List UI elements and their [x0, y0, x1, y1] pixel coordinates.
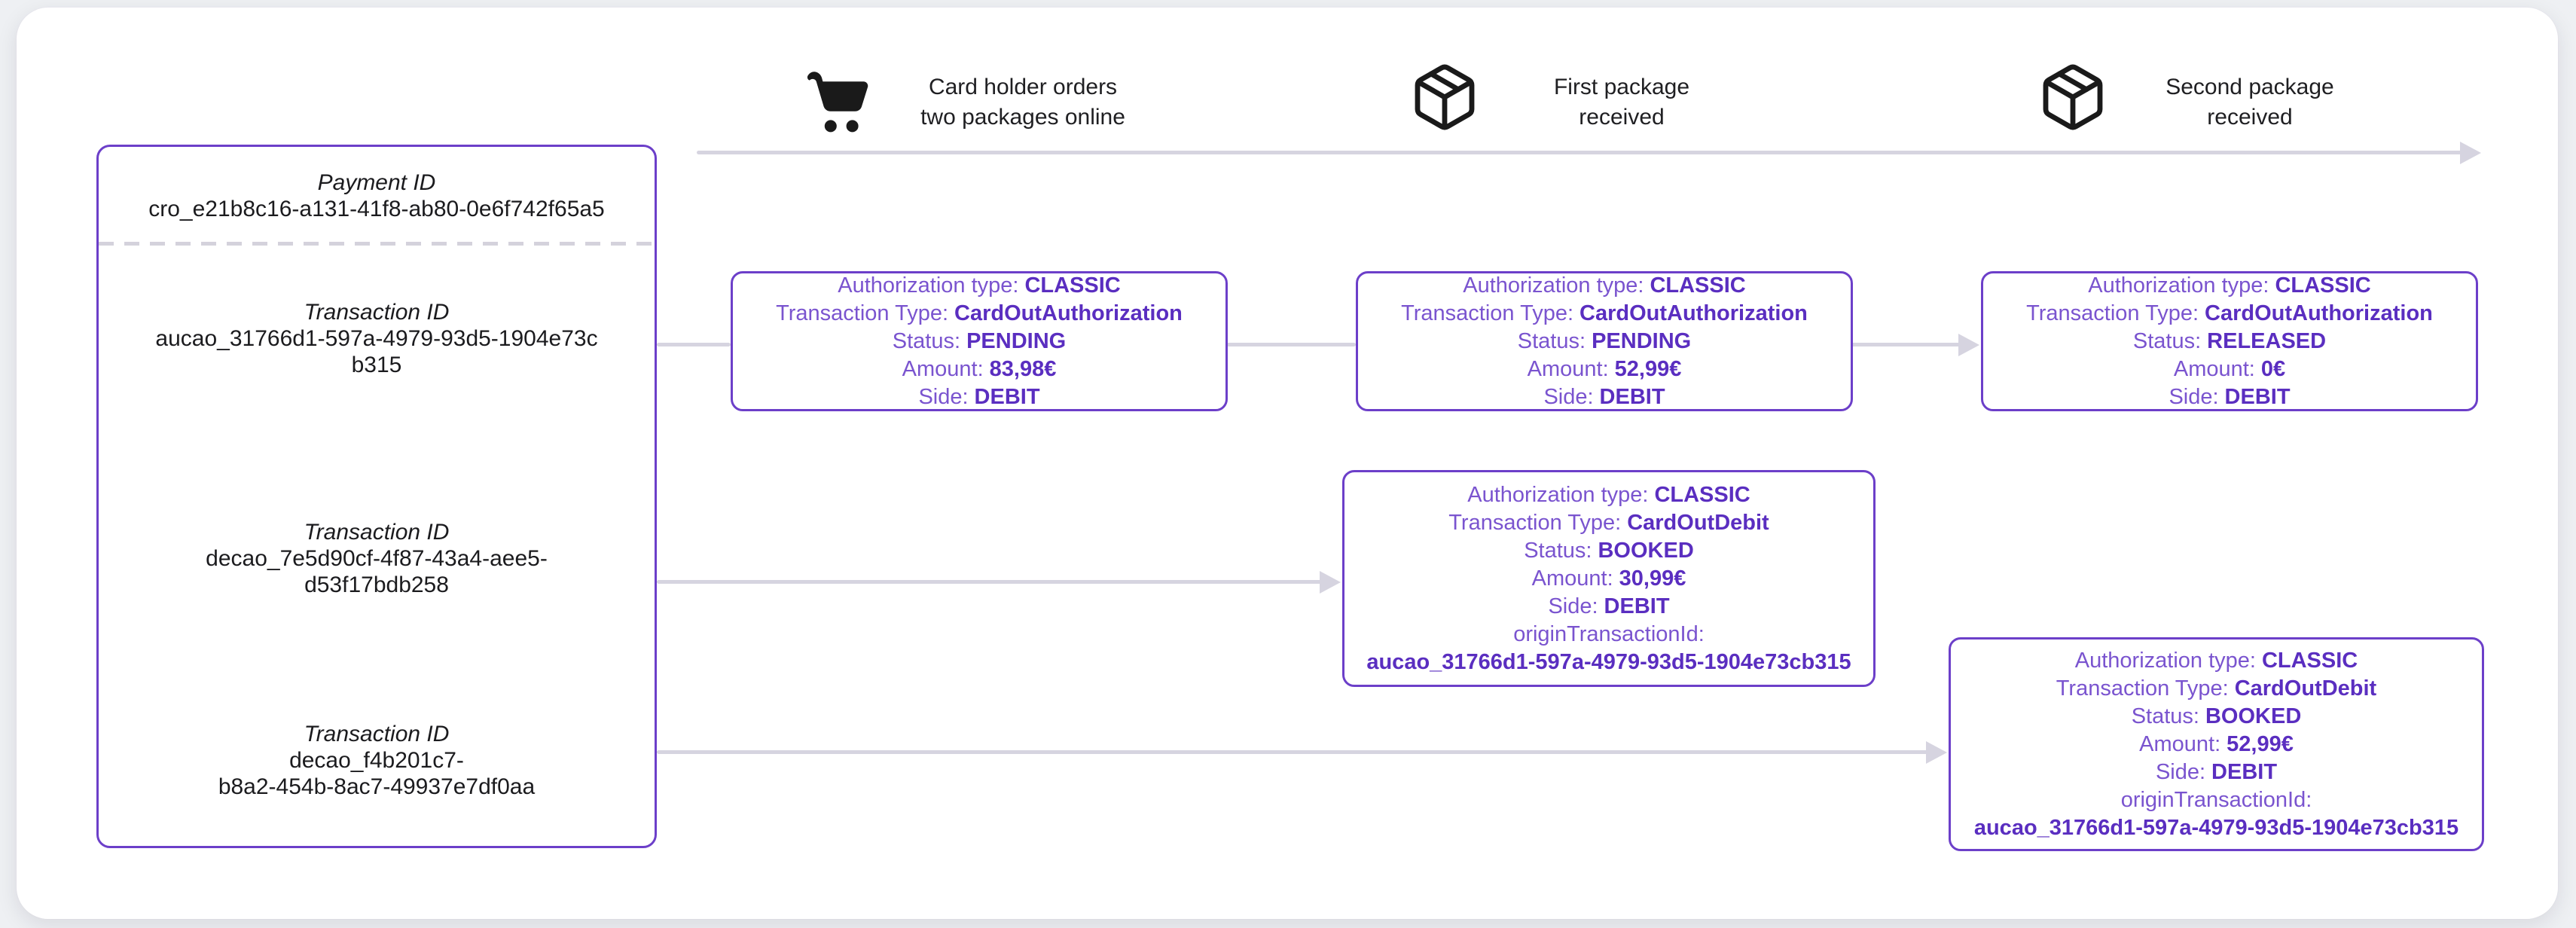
payment-id-block: Payment ID cro_e21b8c16-a131-41f8-ab80-0…	[99, 169, 655, 222]
transaction-id-value: decao_7e5d90cf-4f87-43a4-aee5-	[206, 546, 548, 571]
shopping-cart-icon	[803, 63, 875, 144]
transaction-id-value: d53f17bdb258	[304, 572, 449, 597]
connector-auth1-to-auth2	[1225, 343, 1356, 346]
payment-id-label: Payment ID	[317, 170, 436, 195]
card-field: Amount:83,98€	[902, 356, 1057, 381]
package-icon	[2037, 59, 2109, 139]
connector-panel-to-debit1-line	[657, 580, 1323, 584]
transaction-card-authorization-2: Authorization type:CLASSIC Transaction T…	[1356, 271, 1853, 411]
transaction-id-value: b315	[351, 353, 402, 377]
transaction-id-block-1: Transaction ID aucao_31766d1-597a-4979-9…	[99, 299, 655, 378]
card-field: Transaction Type:CardOutAuthorization	[1401, 301, 1808, 325]
card-field: Status:BOOKED	[1524, 538, 1694, 563]
transaction-card-debit-1: Authorization type:CLASSIC Transaction T…	[1342, 470, 1876, 687]
timeline-event-label-order: Card holder orders two packages online	[920, 75, 1125, 130]
connector-panel-to-debit1-arrow-head	[1320, 571, 1341, 594]
transaction-id-block-3: Transaction ID decao_f4b201c7- b8a2-454b…	[99, 721, 655, 800]
card-field: Side:DEBIT	[2155, 759, 2278, 784]
timeline-arrow-head	[2460, 142, 2481, 164]
card-field: Status:RELEASED	[2132, 328, 2327, 353]
card-field: originTransactionId:	[1513, 621, 1705, 646]
timeline-event-label-second-package: Second package received	[2165, 75, 2334, 130]
card-field: Amount:30,99€	[1531, 566, 1686, 591]
origin-transaction-id: aucao_31766d1-597a-4979-93d5-1904e73cb31…	[1973, 815, 2459, 840]
timeline-event-label-first-package: First package received	[1553, 75, 1690, 130]
package-icon	[1409, 59, 1481, 139]
transaction-id-value: aucao_31766d1-597a-4979-93d5-1904e73c	[155, 326, 598, 351]
card-field: Side:DEBIT	[1548, 594, 1670, 618]
card-field: originTransactionId:	[2120, 787, 2312, 812]
card-field: Side:DEBIT	[918, 384, 1040, 409]
transaction-card-authorization-1: Authorization type:CLASSIC Transaction T…	[731, 271, 1228, 411]
card-field: Authorization type:CLASSIC	[1463, 273, 1746, 298]
transaction-id-value: b8a2-454b-8ac7-49937e7df0aa	[218, 774, 536, 799]
card-field: Side:DEBIT	[1543, 384, 1665, 409]
card-field: Amount:0€	[2173, 356, 2286, 381]
transaction-id-label: Transaction ID	[304, 722, 450, 746]
card-field: Authorization type:CLASSIC	[1467, 482, 1750, 507]
card-field: Authorization type:CLASSIC	[838, 273, 1121, 298]
timeline-arrow-line	[697, 151, 2462, 154]
card-field: Authorization type:CLASSIC	[2088, 273, 2371, 298]
connector-panel-to-auth1	[657, 343, 731, 346]
card-field: Status:BOOKED	[2131, 704, 2302, 728]
card-field: Transaction Type:CardOutDebit	[1448, 510, 1769, 535]
connector-auth2-to-auth3-arrow-head	[1958, 334, 1979, 356]
card-field: Status:PENDING	[892, 328, 1067, 353]
card-field: Transaction Type:CardOutAuthorization	[776, 301, 1183, 325]
card-field: Status:PENDING	[1517, 328, 1692, 353]
payment-id-value: cro_e21b8c16-a131-41f8-ab80-0e6f742f65a5	[148, 197, 605, 221]
transaction-card-authorization-3: Authorization type:CLASSIC Transaction T…	[1981, 271, 2478, 411]
card-field: Transaction Type:CardOutAuthorization	[2026, 301, 2433, 325]
connector-panel-to-debit2-line	[657, 750, 1929, 754]
transaction-id-label: Transaction ID	[304, 300, 450, 325]
payment-panel: Payment ID cro_e21b8c16-a131-41f8-ab80-0…	[96, 145, 657, 848]
transaction-id-label: Transaction ID	[304, 520, 450, 545]
transaction-id-block-2: Transaction ID decao_7e5d90cf-4f87-43a4-…	[99, 519, 655, 598]
origin-transaction-id: aucao_31766d1-597a-4979-93d5-1904e73cb31…	[1366, 649, 1851, 674]
card-field: Amount:52,99€	[1527, 356, 1682, 381]
card-field: Authorization type:CLASSIC	[2074, 648, 2358, 673]
dashed-divider	[99, 242, 655, 246]
card-field: Transaction Type:CardOutDebit	[2056, 676, 2377, 701]
connector-panel-to-debit2-arrow-head	[1926, 741, 1947, 764]
transaction-card-debit-2: Authorization type:CLASSIC Transaction T…	[1949, 637, 2484, 851]
card-field: Amount:52,99€	[2139, 731, 2294, 756]
card-field: Side:DEBIT	[2169, 384, 2291, 409]
connector-auth2-to-auth3-line	[1851, 343, 1961, 346]
transaction-id-value: decao_f4b201c7-	[289, 748, 464, 773]
